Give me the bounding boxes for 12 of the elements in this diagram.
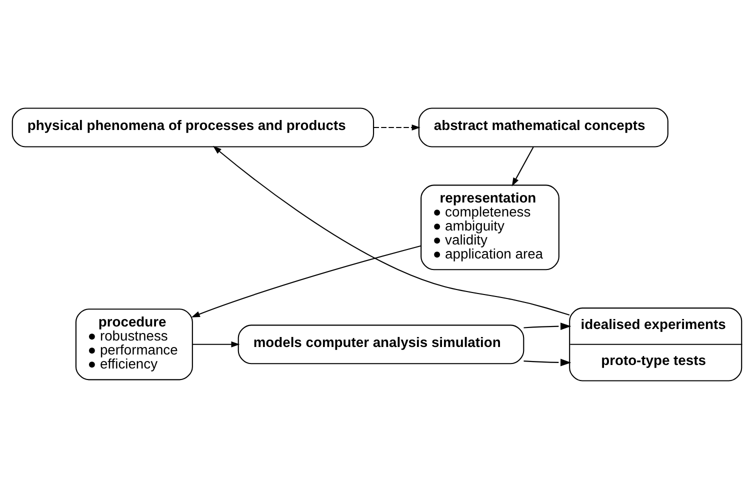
node-box: abstract mathematical concepts bbox=[418, 108, 668, 148]
arrow bbox=[374, 124, 420, 130]
arrow bbox=[212, 146, 570, 316]
arrow bbox=[191, 245, 422, 318]
node-box: procedure ● robustness ● performance ● efficiency bbox=[75, 308, 193, 380]
arrow bbox=[524, 358, 572, 366]
arrow bbox=[192, 341, 240, 348]
arrow bbox=[512, 146, 534, 186]
node-box: representation ● completeness ● ambiguity ● validity ● application area bbox=[420, 184, 560, 270]
node-box: models computer analysis simulation bbox=[238, 324, 524, 364]
node-box: physical phenomena of processes and products bbox=[12, 108, 374, 148]
arrow bbox=[524, 322, 572, 330]
